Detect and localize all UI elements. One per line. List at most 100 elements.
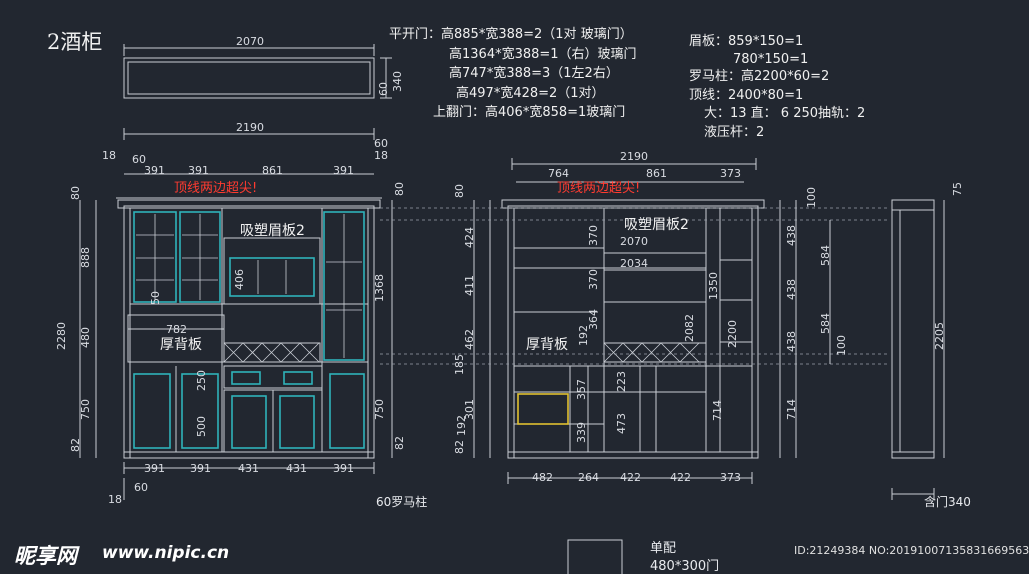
side-left-438b: 438 bbox=[785, 279, 798, 300]
front-left-82: 82 bbox=[69, 438, 82, 452]
front-dim-500: 500 bbox=[195, 416, 208, 437]
bottom-note-1: 单配 bbox=[650, 541, 677, 556]
front-bottom-18: 18 bbox=[108, 493, 122, 506]
front-dim-391a: 391 bbox=[144, 164, 165, 177]
side-left-714: 714 bbox=[785, 399, 798, 420]
front-bottom-431b: 431 bbox=[286, 462, 307, 475]
front-right-1368: 1368 bbox=[373, 274, 386, 302]
spec-part-4: 顶线：2400*80=1 bbox=[689, 88, 804, 103]
inner-bottom-482: 482 bbox=[532, 471, 553, 484]
front-column-note: 60罗马柱 bbox=[376, 495, 428, 509]
front-bottom-60: 60 bbox=[134, 481, 148, 494]
spec-part-2: 780*150=1 bbox=[733, 52, 809, 67]
inner-left-192: 192 bbox=[455, 415, 468, 436]
side-bottom-note: 含门340 bbox=[924, 495, 971, 509]
front-lintel-label: 吸塑眉板2 bbox=[240, 223, 305, 239]
spec-door-3: 高747*宽388=3（1左2右） bbox=[449, 66, 619, 81]
front-dim-406: 406 bbox=[233, 269, 246, 290]
drawing-title: 2酒柜 bbox=[47, 30, 103, 54]
spec-door-1: 平开门：高885*宽388=2（1对 玻璃门） bbox=[389, 27, 633, 42]
inner-dim-370b: 370 bbox=[587, 269, 600, 290]
front-right-80: 80 bbox=[393, 182, 406, 196]
inner-left-80: 80 bbox=[453, 184, 466, 198]
front-bottom-391c: 391 bbox=[333, 462, 354, 475]
spec-door-2: 高1364*宽388=1（右）玻璃门 bbox=[449, 47, 637, 62]
front-dim-391b: 391 bbox=[188, 164, 209, 177]
bottom-note-2: 480*300门 bbox=[650, 559, 720, 574]
front-dim-861: 861 bbox=[262, 164, 283, 177]
inner-dim-370a: 370 bbox=[587, 225, 600, 246]
inner-lintel-label: 吸塑眉板2 bbox=[624, 217, 689, 233]
inner-left-82: 82 bbox=[453, 440, 466, 454]
inner-dim-1350: 1350 bbox=[707, 272, 720, 300]
inner-top-861: 861 bbox=[646, 167, 667, 180]
side-mid-584a: 584 bbox=[819, 245, 832, 266]
inner-bottom-373: 373 bbox=[720, 471, 741, 484]
side-left-100: 100 bbox=[805, 187, 818, 208]
side-top-75: 75 bbox=[951, 182, 964, 196]
inner-left-185: 185 bbox=[453, 354, 466, 375]
spec-part-1: 眉板：859*150=1 bbox=[689, 34, 804, 49]
inner-bottom-264: 264 bbox=[578, 471, 599, 484]
front-dim-782: 782 bbox=[166, 323, 187, 336]
front-right-82: 82 bbox=[393, 436, 406, 450]
side-left-438a: 438 bbox=[785, 225, 798, 246]
inner-left-411: 411 bbox=[463, 275, 476, 296]
inner-dim-714: 714 bbox=[711, 400, 724, 421]
inner-dim-2200: 2200 bbox=[726, 320, 739, 348]
spec-part-3: 罗马柱：高2200*60=2 bbox=[689, 69, 830, 84]
front-overall-width: 2190 bbox=[236, 121, 264, 134]
spec-part-5: 大：13 直： 6 250抽轨：2 bbox=[704, 106, 866, 121]
front-bottom-391b: 391 bbox=[190, 462, 211, 475]
top-view-outline bbox=[123, 57, 375, 99]
inner-left-462: 462 bbox=[463, 329, 476, 350]
watermark-brand: 昵享网 bbox=[14, 544, 77, 568]
inner-dim-2082: 2082 bbox=[683, 314, 696, 342]
inner-warning: 顶线两边超尖! bbox=[557, 181, 641, 196]
side-view-outline bbox=[891, 199, 935, 459]
front-back-label: 厚背板 bbox=[160, 337, 202, 353]
top-view-small: 60 bbox=[377, 82, 390, 96]
spec-door-4: 高497*宽428=2（1对） bbox=[456, 86, 605, 101]
watermark-id: ID:21249384 NO:20191007135831669563 bbox=[794, 544, 1029, 557]
side-mid-584b: 584 bbox=[819, 313, 832, 334]
inner-top-764: 764 bbox=[548, 167, 569, 180]
front-right-750: 750 bbox=[373, 399, 386, 420]
inner-dim-223: 223 bbox=[615, 371, 628, 392]
front-left-888: 888 bbox=[79, 247, 92, 268]
inner-back-label: 厚背板 bbox=[526, 337, 568, 353]
front-cabinet-outline bbox=[123, 205, 375, 459]
inner-dim-364: 364 bbox=[587, 309, 600, 330]
spec-part-6: 液压杆：2 bbox=[704, 125, 765, 140]
inner-dim-339: 339 bbox=[575, 422, 588, 443]
front-dim-60: 60 bbox=[132, 153, 146, 166]
inner-bottom-422a: 422 bbox=[620, 471, 641, 484]
watermark-url: www.nipic.cn bbox=[102, 543, 230, 563]
front-bottom-431a: 431 bbox=[238, 462, 259, 475]
inner-dim-357: 357 bbox=[575, 379, 588, 400]
front-left-750: 750 bbox=[79, 399, 92, 420]
front-left-480: 480 bbox=[79, 327, 92, 348]
inner-left-424: 424 bbox=[463, 227, 476, 248]
side-left-438c: 438 bbox=[785, 331, 798, 352]
front-left-80: 80 bbox=[69, 186, 82, 200]
inner-dim-473: 473 bbox=[615, 413, 628, 434]
front-dim-50: 50 bbox=[149, 291, 162, 305]
side-overall-height: 2205 bbox=[933, 322, 946, 350]
top-view-depth: 340 bbox=[391, 71, 404, 92]
top-view-width: 2070 bbox=[236, 35, 264, 48]
front-dim-18r: 18 bbox=[374, 149, 388, 162]
inner-bottom-422b: 422 bbox=[670, 471, 691, 484]
side-mid-100: 100 bbox=[835, 335, 848, 356]
spec-door-5: 上翻门：高406*宽858=1玻璃门 bbox=[433, 105, 626, 120]
inner-dim-2070: 2070 bbox=[620, 235, 648, 248]
front-overall-height: 2280 bbox=[55, 322, 68, 350]
inner-overall-width: 2190 bbox=[620, 150, 648, 163]
inner-top-373: 373 bbox=[720, 167, 741, 180]
front-bottom-391a: 391 bbox=[144, 462, 165, 475]
front-dim-250: 250 bbox=[195, 370, 208, 391]
front-dim-18: 18 bbox=[102, 149, 116, 162]
front-dim-60r: 60 bbox=[374, 137, 388, 150]
